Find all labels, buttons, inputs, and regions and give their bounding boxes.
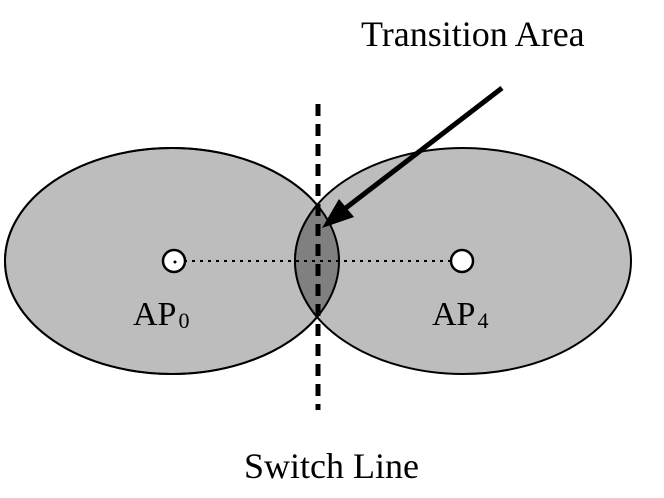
ap4-label-base: AP	[432, 296, 475, 333]
transition-area-label: Transition Area	[361, 14, 585, 54]
transition-arrow-shaft	[336, 86, 504, 216]
switch-line-label: Switch Line	[244, 446, 419, 486]
ap4-label: AP4	[432, 296, 488, 333]
ap0-label-base: AP	[133, 296, 176, 333]
access-point-ap4	[449, 248, 475, 274]
transition-arrow-head	[322, 199, 354, 228]
ap0-label: AP0	[133, 296, 189, 333]
ap4-label-subscript: 4	[477, 308, 488, 333]
transition-area-overlap	[294, 148, 339, 374]
ap0-label-subscript: 0	[178, 308, 189, 333]
access-point-ap0-dot	[173, 260, 177, 264]
